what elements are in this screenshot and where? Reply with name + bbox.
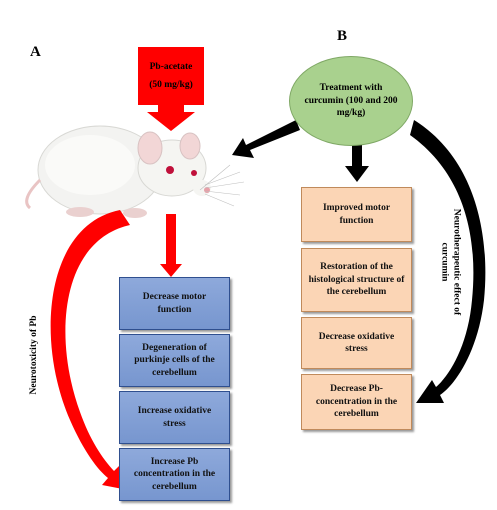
panel-label-a: A (30, 44, 41, 60)
rat-illustration (25, 125, 245, 218)
pb-down-arrow (147, 105, 195, 131)
toxic-effect-box-2: Degeneration of purkinje cells of the ce… (119, 334, 230, 387)
neurotoxicity-label: Neurotoxicity of Pb (28, 315, 39, 395)
treatment-ellipse: Treatment with curcumin (100 and 200 mg/… (289, 56, 413, 146)
pb-acetate-label: Pb-acetate (149, 62, 193, 72)
therapeutic-effect-box-3: Decrease oxidative stress (301, 317, 412, 369)
toxic-effect-box-3: Increase oxidative stress (119, 391, 230, 444)
treatment-down-arrow-head (345, 166, 369, 182)
rat-down-arrow-head (160, 264, 182, 277)
toxic-effect-box-1: Decrease motor function (119, 277, 230, 330)
neurotherapeutic-label: Neurotherapeutic effect of curcumin (439, 208, 462, 316)
pb-acetate-box: Pb-acetate (50 mg/kg) (138, 47, 204, 105)
toxic-effect-box-4: Increase Pb concentration in the cerebel… (119, 448, 230, 501)
therapeutic-effect-box-2: Restoration of the histological structur… (301, 248, 412, 312)
pb-dose-label: (50 mg/kg) (149, 80, 193, 91)
treatment-to-rat-arrow (232, 120, 300, 158)
neurotherapeutic-curved-arrow (410, 120, 486, 403)
rat-down-arrow-shaft (166, 214, 176, 266)
therapeutic-effect-box-4: Decrease Pb-concentration in the cerebel… (301, 374, 412, 430)
neurotoxicity-curved-arrow (50, 210, 130, 490)
treatment-down-arrow-shaft (352, 145, 362, 168)
therapeutic-effect-box-1: Improved motor function (301, 187, 412, 242)
panel-label-b: B (337, 28, 348, 44)
